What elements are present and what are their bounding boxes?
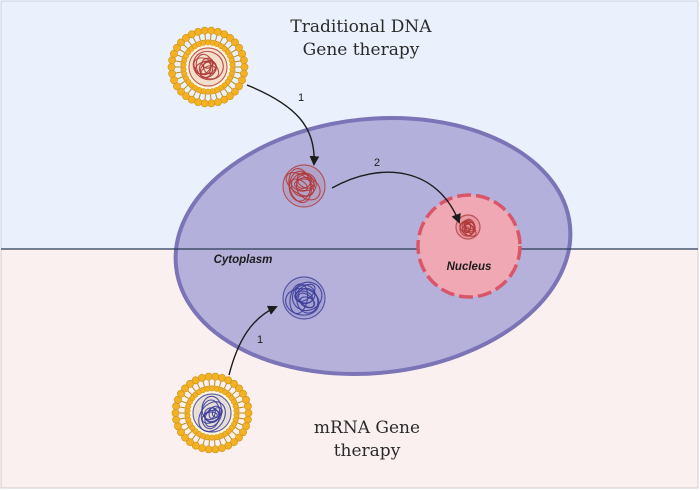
bottom-title-line-1: mRNA Gene [314,418,420,438]
bottom-title-line-2: therapy [334,441,401,461]
arrow-dna-step1 [246,84,320,166]
arrow-mrna-step1 [228,305,278,376]
nucleus-label: Nucleus [447,261,492,273]
step-label-dna-2: 2 [374,157,380,169]
nucleus-dna-coil [455,214,481,240]
top-title-line-1: Traditional DNA [290,17,432,37]
cytoplasm-label: Cytoplasm [214,254,273,266]
dna-lipid-nanoparticle [167,26,249,108]
step-label-dna-1: 1 [298,92,304,104]
arrow-dna-step2 [331,171,461,224]
released-dna-coil [282,164,326,208]
nucleus-body [416,193,522,299]
released-mrna-coil [282,276,326,320]
step-label-mrna-1: 1 [257,334,263,346]
top-title-line-2: Gene therapy [303,40,420,60]
mrna-lipid-nanoparticle [171,372,253,454]
